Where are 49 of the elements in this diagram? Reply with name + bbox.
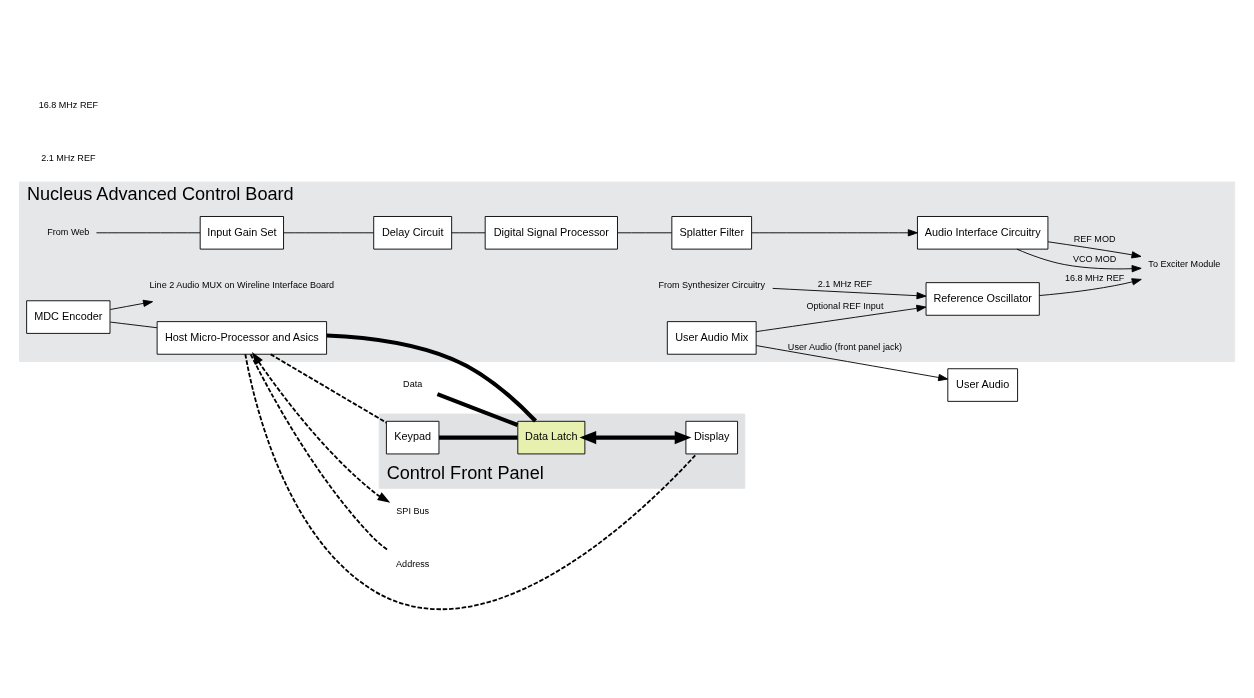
node-text: SPI Bus [396, 505, 430, 516]
edge-label: 2.1 MHz REF [817, 278, 873, 289]
edge-label: Optional REF Input [806, 300, 884, 311]
node-text: Line 2 Audio MUX on Wireline Interface Board [149, 279, 335, 290]
connector [436, 391, 519, 427]
edge-label: 16.8 MHz REF [1064, 272, 1125, 283]
node-box: Delay Circuit [373, 215, 453, 250]
node-box: User Audio [947, 367, 1019, 402]
arrow [1047, 240, 1142, 258]
connector [439, 435, 518, 440]
arrow [751, 228, 918, 236]
arrow [755, 344, 949, 381]
label: 16.8 MHz REF [38, 99, 98, 110]
arrow [1016, 248, 1142, 272]
arrow [109, 299, 153, 310]
node-box: MDC Encoder [26, 299, 111, 334]
label: 2.1 MHz REF [41, 152, 96, 163]
node-box: Data Latch [517, 420, 586, 454]
edge-label: REF MOD [1073, 233, 1116, 244]
connector [269, 353, 388, 423]
connector [283, 231, 374, 233]
node-box: Display [685, 420, 738, 454]
arrow [755, 304, 927, 332]
connector [249, 353, 389, 551]
connector [244, 352, 698, 610]
connector [451, 231, 486, 233]
arrow [251, 351, 391, 503]
node-text: From Web [47, 226, 90, 237]
connector [109, 321, 158, 328]
edge-label: VCO MOD [1072, 253, 1117, 264]
node-text: Address [396, 558, 430, 569]
connector [96, 231, 201, 233]
arrow [579, 430, 692, 444]
edge-label: User Audio (front panel jack) [787, 341, 903, 352]
node-box: Keypad [385, 420, 440, 454]
node-box: Input Gain Set [199, 215, 284, 250]
node-box: Audio Interface Circuitry [917, 215, 1049, 250]
connector [617, 231, 673, 233]
node-box: Splatter Filter [671, 215, 753, 250]
node-text: Data [403, 378, 423, 389]
node-box: Host Micro-Processor and Asics [156, 320, 328, 355]
node-box: Reference Oscillator [925, 281, 1040, 316]
node-text: From Synthesizer Circuitry [658, 279, 766, 290]
arrow [772, 287, 927, 299]
node-box: Digital Signal Processor [484, 215, 618, 250]
node-text: To Exciter Module [1148, 258, 1221, 269]
connector [326, 333, 537, 422]
node-box: User Audio Mix [666, 320, 757, 355]
arrow [1038, 277, 1142, 296]
